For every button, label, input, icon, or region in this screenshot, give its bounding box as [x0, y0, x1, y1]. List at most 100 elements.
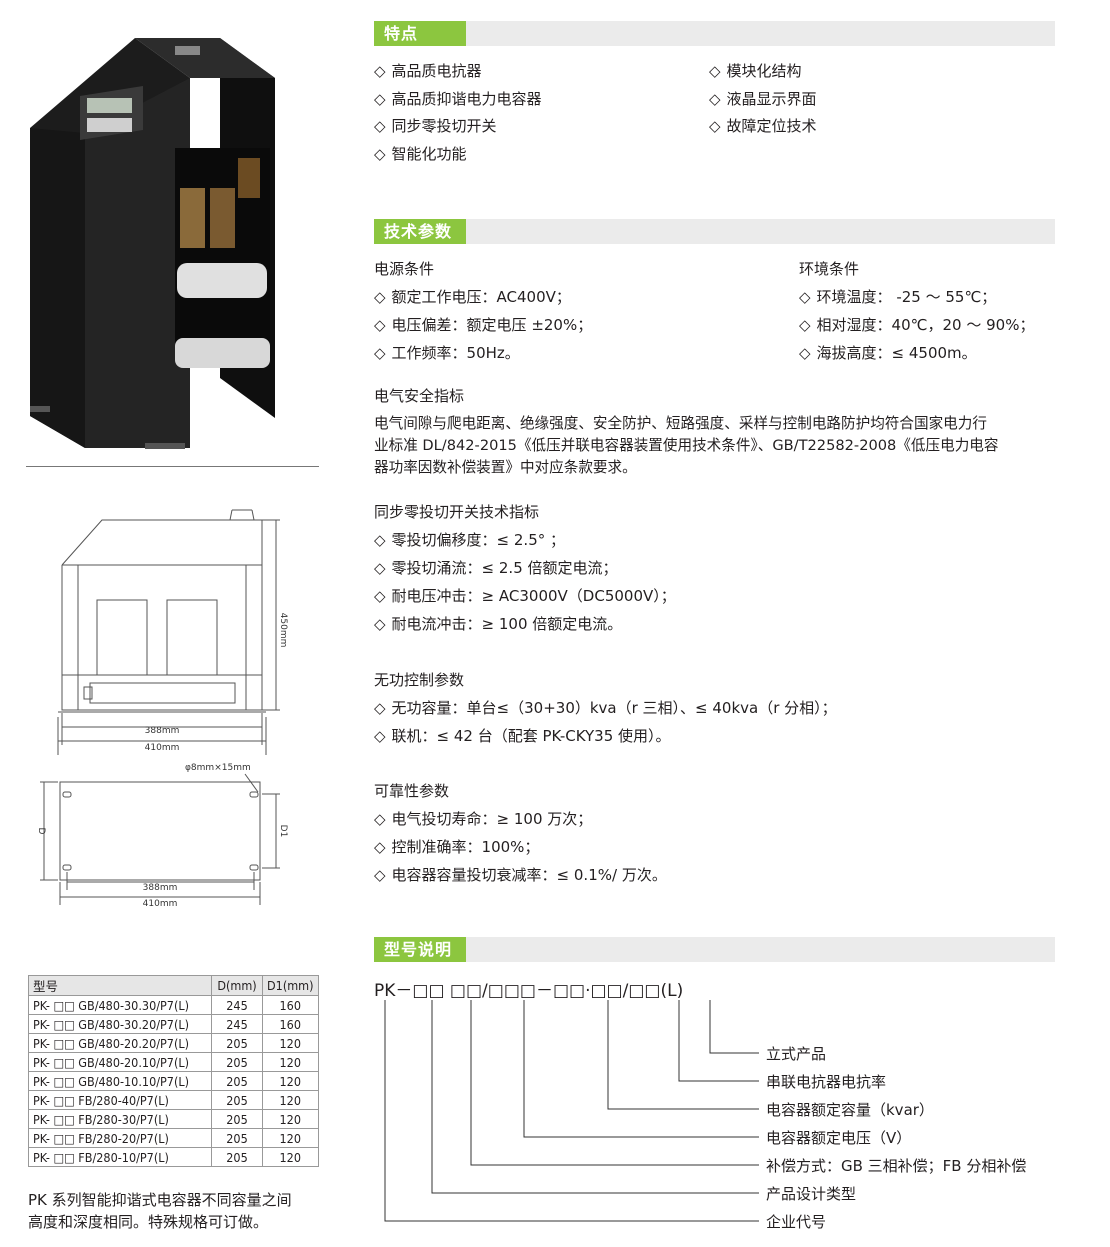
cell-d: 205: [211, 1033, 263, 1053]
note-line: PK 系列智能抑谐式电容器不同容量之间: [28, 1191, 292, 1209]
safety-heading: 电气安全指标: [374, 387, 465, 405]
cell-d: 205: [211, 1147, 263, 1167]
switch-item: 耐电压冲击：≥ AC3000V（DC5000V）；: [374, 586, 676, 606]
reactive-heading: 无功控制参数: [374, 671, 465, 689]
model-code: PK－□□ □□/□□□－□□·□□/□□(L): [374, 981, 684, 1001]
cell-d1: 160: [262, 995, 319, 1015]
env-item: 相对湿度：40℃，20 ～ 90%；: [799, 315, 1035, 335]
reliability-heading: 可靠性参数: [374, 782, 450, 800]
height-dim-label: 450mm: [278, 613, 288, 648]
cell-d: 205: [211, 1128, 263, 1148]
power-heading: 电源条件: [374, 260, 435, 278]
cell-d1: 160: [262, 1014, 319, 1034]
switch-item: 耐电流冲击：≥ 100 倍额定电流。: [374, 614, 623, 634]
cell-d1: 120: [262, 1033, 319, 1053]
note-line: 高度和深度相同。特殊规格可订做。: [28, 1213, 269, 1231]
header-d: D(mm): [211, 975, 263, 996]
model-code-leaders: [384, 1000, 759, 1222]
model-section-bar: 型号说明: [374, 937, 1055, 962]
feature-item: 液晶显示界面: [709, 89, 817, 109]
cell-model: PK- □□ GB/480-10.10/P7(L): [28, 1071, 212, 1091]
switch-heading: 同步零投切开关技术指标: [374, 503, 540, 521]
outer-width-label: 410mm: [145, 743, 180, 753]
model-label: 补偿方式：GB 三相补偿；FB 分相补偿: [766, 1157, 1027, 1175]
safety-line: 业标准 DL/842-2015《低压并联电容器装置使用技术条件》、GB/T225…: [374, 437, 999, 454]
header-model: 型号: [28, 975, 212, 996]
cell-d: 245: [211, 995, 263, 1015]
model-label: 串联电抗器电抗率: [766, 1073, 887, 1091]
cell-d1: 120: [262, 1052, 319, 1072]
cell-model: PK- □□ GB/480-30.20/P7(L): [28, 1014, 212, 1034]
cell-model: PK- □□ FB/280-30/P7(L): [28, 1109, 212, 1129]
power-item: 工作频率：50Hz。: [374, 343, 520, 363]
table-note: PK 系列智能抑谐式电容器不同容量之间 高度和深度相同。特殊规格可订做。: [28, 1189, 328, 1233]
tech-section-bar: 技术参数: [374, 219, 1055, 244]
reliability-item: 控制准确率：100%；: [374, 837, 540, 857]
cell-d1: 120: [262, 1090, 319, 1110]
env-item: 海拔高度：≤ 4500m。: [799, 343, 977, 363]
model-label: 企业代号: [766, 1213, 827, 1231]
feature-item: 高品质抑谐电力电容器: [374, 89, 542, 109]
cell-model: PK- □□ GB/480-30.30/P7(L): [28, 995, 212, 1015]
table-header-row: 型号 D(mm) D1(mm): [28, 975, 319, 996]
features-section-bar: 特点: [374, 21, 1055, 46]
reactive-item: 联机：≤ 42 台（配套 PK-CKY35 使用）。: [374, 726, 671, 746]
model-label: 立式产品: [766, 1045, 827, 1063]
cell-d: 205: [211, 1109, 263, 1129]
cell-model: PK- □□ FB/280-20/P7(L): [28, 1128, 212, 1148]
cell-model: PK- □□ GB/480-20.10/P7(L): [28, 1052, 212, 1072]
feature-item: 模块化结构: [709, 61, 802, 81]
cell-model: PK- □□ FB/280-40/P7(L): [28, 1090, 212, 1110]
d-label: D: [36, 828, 46, 835]
inner-width-label: 388mm: [145, 726, 180, 736]
model-title: 型号说明: [374, 937, 466, 962]
safety-text: 电气间隙与爬电距离、绝缘强度、安全防护、短路强度、采样与控制电路防护均符合国家电…: [374, 413, 1064, 479]
features-title: 特点: [374, 21, 466, 46]
cell-d: 205: [211, 1071, 263, 1091]
feature-item: 故障定位技术: [709, 116, 817, 136]
photo-divider: [26, 466, 319, 467]
model-label: 电容器额定容量（kvar）: [766, 1101, 934, 1119]
cell-d1: 120: [262, 1109, 319, 1129]
switch-item: 零投切偏移度：≤ 2.5° ；: [374, 530, 565, 550]
power-item: 额定工作电压：AC400V；: [374, 287, 571, 307]
feature-item: 智能化功能: [374, 144, 467, 164]
header-d1: D1(mm): [262, 975, 319, 996]
tech-title: 技术参数: [374, 219, 466, 244]
reliability-item: 电容器容量投切衰减率：≤ 0.1%/ 万次。: [374, 865, 667, 885]
cell-d1: 120: [262, 1071, 319, 1091]
cell-d: 205: [211, 1090, 263, 1110]
top-outer-width-label: 410mm: [143, 899, 178, 909]
d1-label: D1: [278, 825, 288, 838]
safety-line: 电气间隙与爬电距离、绝缘强度、安全防护、短路强度、采样与控制电路防护均符合国家电…: [374, 415, 987, 432]
top-inner-width-label: 388mm: [143, 883, 178, 893]
front-view-drawing: 450mm 388mm 410mm: [57, 509, 288, 755]
model-label: 产品设计类型: [766, 1185, 857, 1203]
power-item: 电压偏差：额定电压 ±20%；: [374, 315, 593, 335]
reliability-item: 电气投切寿命：≥ 100 万次；: [374, 809, 593, 829]
env-heading: 环境条件: [799, 260, 860, 278]
cell-d: 245: [211, 1014, 263, 1034]
cell-d1: 120: [262, 1147, 319, 1167]
feature-item: 高品质电抗器: [374, 61, 482, 81]
top-view-drawing: φ8mm×15mm D D1 388mm 410mm: [36, 763, 288, 909]
cell-model: PK- □□ GB/480-20.20/P7(L): [28, 1033, 212, 1053]
cell-d1: 120: [262, 1128, 319, 1148]
cell-d: 205: [211, 1052, 263, 1072]
env-item: 环境温度： -25 ～ 55℃；: [799, 287, 997, 307]
dimension-table: 型号 D(mm) D1(mm) PK- □□ GB/480-30.30/P7(L…: [28, 975, 319, 1167]
cell-model: PK- □□ FB/280-10/P7(L): [28, 1147, 212, 1167]
hole-label: φ8mm×15mm: [185, 763, 251, 773]
product-photo: [30, 38, 275, 449]
reactive-item: 无功容量：单台≤（30+30）kva（r 三相）、≤ 40kva（r 分相）；: [374, 698, 837, 718]
model-label: 电容器额定电压（V）: [766, 1129, 912, 1147]
